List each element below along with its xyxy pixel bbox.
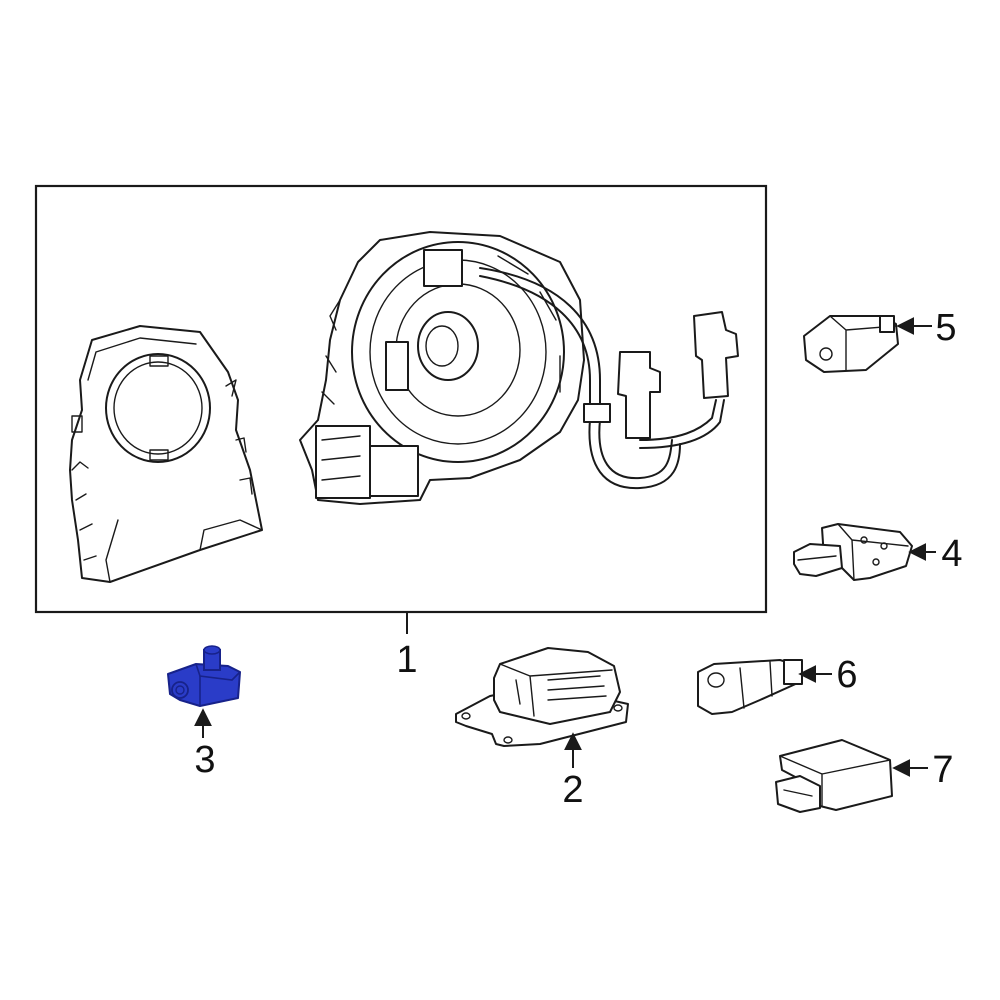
part-7-module	[775, 739, 893, 813]
assembly-group-box	[34, 184, 768, 614]
part-4-sensor	[793, 523, 913, 581]
clockspring-assembly	[299, 231, 739, 505]
part-2-module	[455, 647, 629, 747]
part-6-sensor	[697, 659, 803, 715]
part-3-sensor-highlighted	[167, 645, 241, 707]
callout-3: 3	[194, 739, 215, 781]
callout-2: 2	[562, 769, 583, 811]
callout-7: 7	[932, 749, 953, 791]
callout-5: 5	[935, 307, 956, 349]
callout-1: 1	[396, 639, 417, 681]
callout-4: 4	[941, 533, 962, 575]
clockspring-cover	[69, 325, 263, 583]
callout-6: 6	[836, 654, 857, 696]
part-5-sensor	[803, 315, 899, 373]
